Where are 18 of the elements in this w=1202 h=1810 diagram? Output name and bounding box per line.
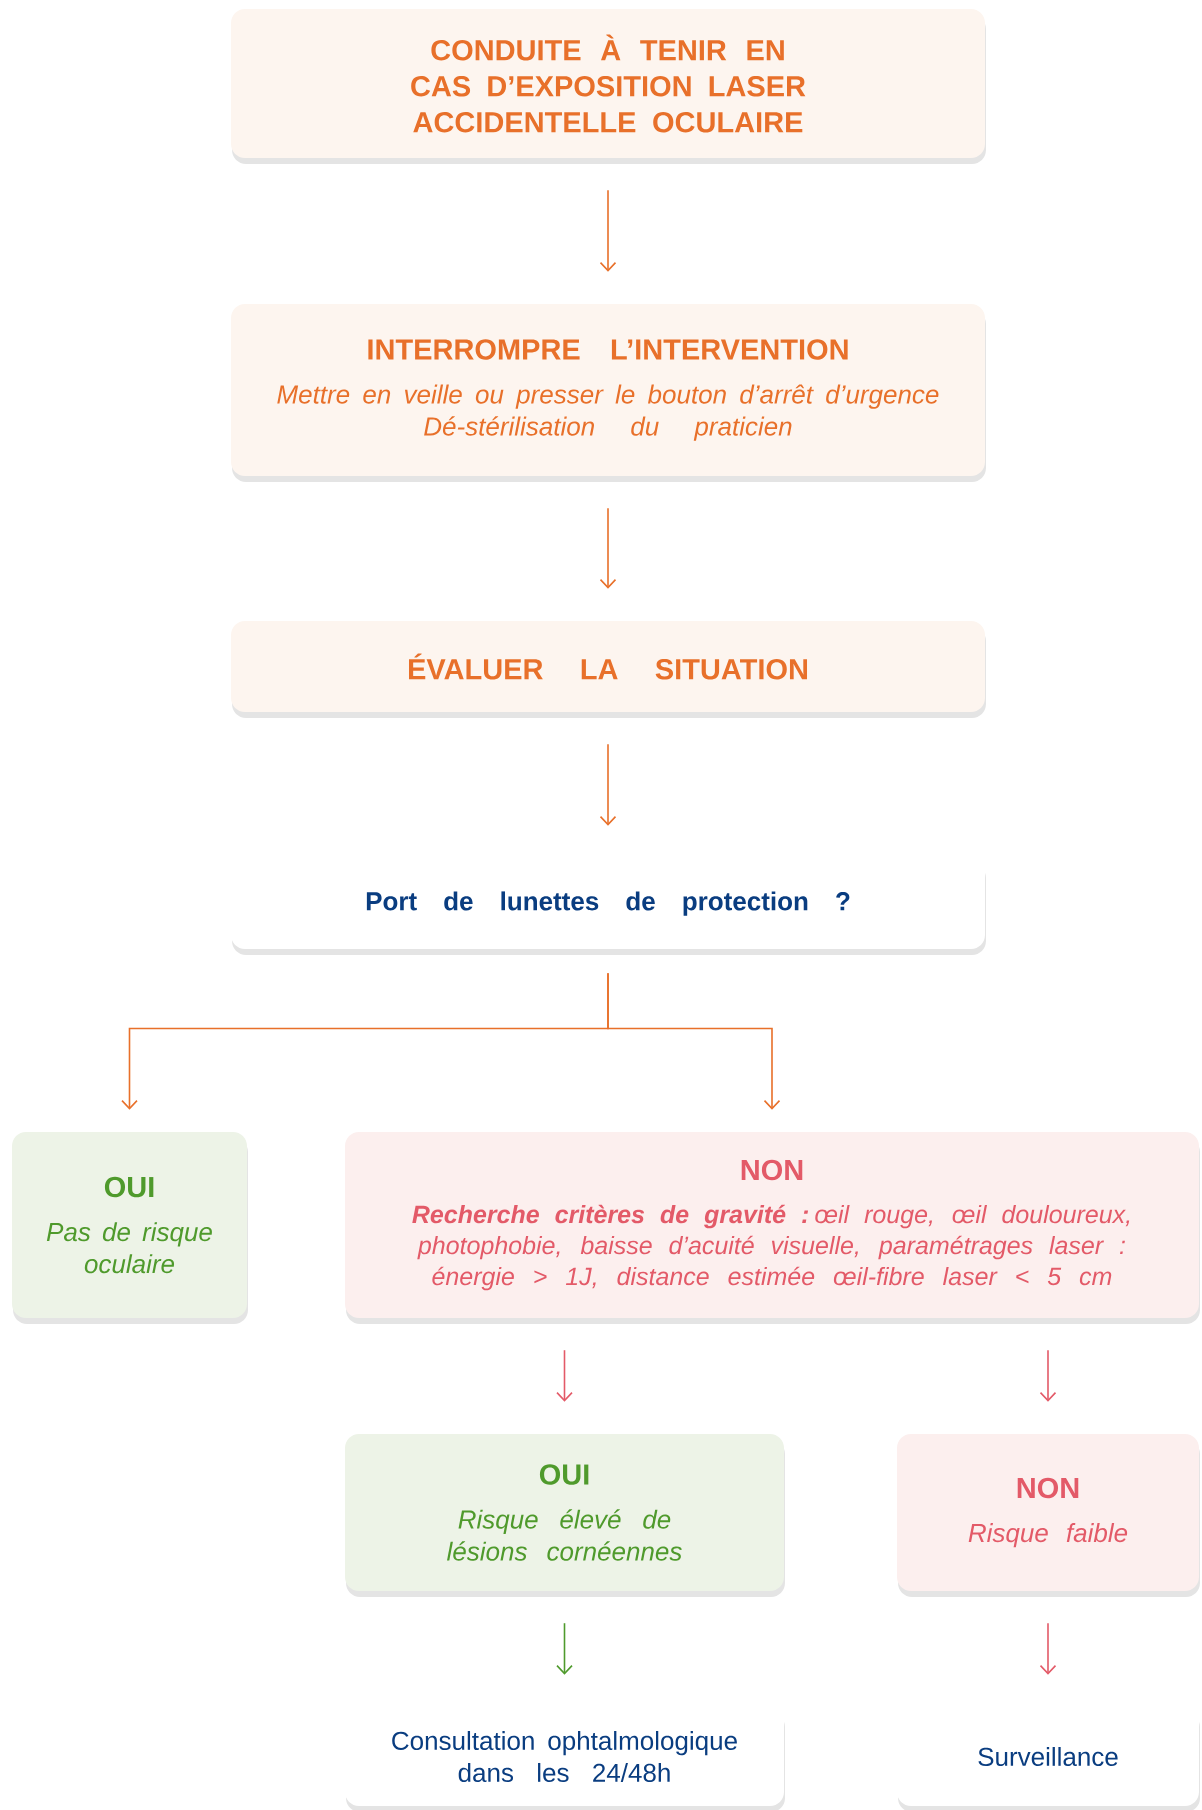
outcome-box: OUI Risque élevé de lésions cornéennes xyxy=(345,1434,785,1597)
arrow xyxy=(599,189,617,272)
arrow xyxy=(607,972,781,1110)
title-box: CONDUITE À TENIR EN CAS D’EXPOSITION LASER ACCIDENTELLE OCULAIRE xyxy=(231,9,986,164)
step-box: ÉVALUER LA SITUATION xyxy=(231,621,986,718)
arrow xyxy=(599,743,617,826)
answer-box: OUI Pas de risque oculaire xyxy=(12,1132,248,1324)
step-box: INTERROMPRE L’INTERVENTION Mettre en veille ou presser le bouton d’arrêt d’urgence Dé-stérilisation du praticien xyxy=(231,304,986,482)
action-box: Consultation ophtalmologique dans les 24/48h xyxy=(345,1707,785,1810)
outcome-box: NON Risque faible xyxy=(897,1434,1200,1597)
arrow xyxy=(1039,1622,1057,1675)
answer-box: NON Recherche critères de gravité : œil rouge, œil douloureux, photophobie, baisse d’acuité visuelle, paramétrages laser : énergie > 1J, distance estimée œil-fibre laser < 5 cm xyxy=(345,1132,1200,1324)
arrow xyxy=(556,1349,573,1402)
arrow xyxy=(1039,1349,1057,1402)
action-box: Surveillance xyxy=(897,1707,1200,1810)
arrow xyxy=(556,1622,573,1675)
arrow xyxy=(599,507,617,589)
question-box: Port de lunettes de protection ? xyxy=(231,858,986,955)
